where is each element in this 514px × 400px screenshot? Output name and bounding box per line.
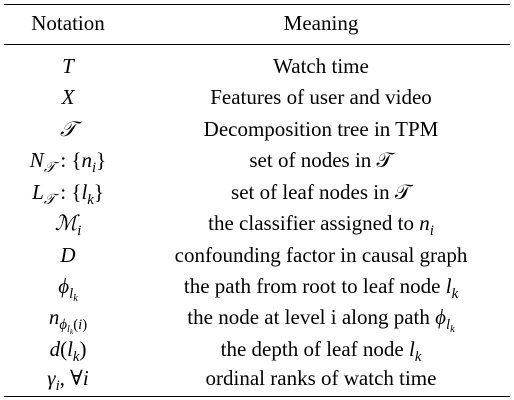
meaning-nodes: set of nodes in 𝒯: [249, 148, 393, 172]
symbol-tree: 𝒯: [59, 117, 77, 141]
symbol-T: T: [62, 54, 74, 78]
table-top-rule: [4, 4, 510, 5]
meaning-features: Features of user and video: [210, 85, 432, 109]
notation-confounding: D: [60, 243, 76, 267]
notation-ordinal-ranks: γi, ∀i: [47, 366, 89, 395]
meaning-path: the path from root to leaf node lk: [183, 274, 459, 303]
notation-nodes: N𝒯 : {ni}: [29, 148, 107, 177]
notation-depth: d(lk): [49, 337, 87, 366]
meaning-node-at-level: the node at level i along path ϕlk: [187, 305, 455, 336]
notation-node-at-level: nϕlk(i): [48, 305, 88, 337]
notation-classifier: ℳi: [54, 211, 82, 240]
header-meaning: Meaning: [283, 11, 359, 35]
notation-path: ϕlk: [58, 274, 78, 305]
notation-features: X: [4, 83, 132, 111]
header-notation: Notation: [31, 11, 105, 35]
meaning-ordinal-ranks: ordinal ranks of watch time: [205, 366, 437, 390]
notation-tree: 𝒯: [4, 115, 132, 143]
table-header-rule: [4, 44, 510, 45]
meaning-depth: the depth of leaf node lk: [220, 337, 422, 366]
meaning-classifier: the classifier assigned to ni: [208, 211, 434, 240]
symbol-X: X: [61, 85, 75, 109]
meaning-leaf-nodes: set of leaf nodes in 𝒯: [231, 180, 411, 204]
meaning-watch-time: Watch time: [273, 54, 369, 78]
meaning-tree: Decomposition tree in TPM: [203, 117, 439, 141]
notation-watch-time: T: [4, 52, 132, 80]
table-bottom-rule: [4, 396, 510, 397]
meaning-confounding: confounding factor in causal graph: [174, 243, 468, 267]
notation-leaf-nodes: L𝒯 : {lk}: [32, 180, 104, 209]
